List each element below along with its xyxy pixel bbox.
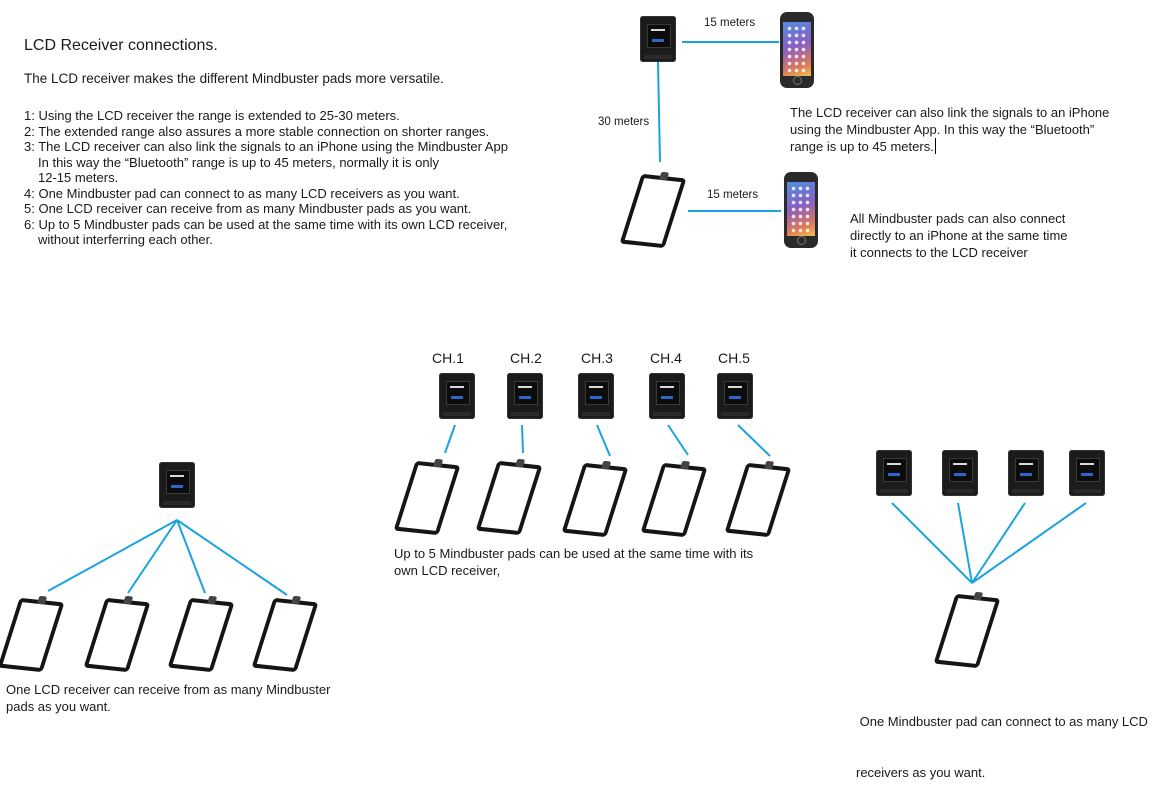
line-right-recv3: [971, 502, 1026, 584]
line-ch5: [737, 424, 771, 457]
point-3: 3: The LCD receiver can also link the si…: [24, 139, 508, 154]
point-6: 6: Up to 5 Mindbuster pads can be used a…: [24, 216, 508, 232]
point-1: 1: Using the LCD receiver the range is e…: [24, 108, 400, 123]
points-list: 1: Using the LCD receiver the range is e…: [24, 108, 508, 248]
lcd-receiver-icon: [439, 373, 475, 419]
point-3-cont2: 12-15 meters.: [38, 170, 119, 185]
intro-text: The LCD receiver makes the different Min…: [24, 71, 444, 86]
lcd-receiver-icon: [717, 373, 753, 419]
distance-label-15m-bottom: 15 meters: [707, 189, 759, 201]
iphone-link-caption: The LCD receiver can also link the signa…: [790, 105, 1110, 154]
lcd-receiver-icon: [578, 373, 614, 419]
iphone-icon: [784, 172, 818, 248]
line-left-pad3: [176, 519, 206, 594]
lcd-receiver-icon: [876, 450, 912, 496]
line-right-recv4: [971, 502, 1087, 584]
lcd-receiver-icon: [942, 450, 978, 496]
lcd-receiver-icon: [1069, 450, 1105, 496]
distance-label-15m-top: 15 meters: [704, 17, 756, 29]
line-ch1: [444, 424, 456, 454]
line-left-pad2: [127, 519, 178, 594]
lcd-receiver-icon: [649, 373, 685, 419]
line-right-recv2: [957, 502, 973, 584]
connection-lines: [47, 41, 1087, 596]
line-left-pad4: [176, 519, 288, 596]
line-ch3: [596, 424, 611, 457]
point-3-cont: In this way the “Bluetooth” range is up …: [38, 154, 440, 170]
iphone-icon: [780, 12, 814, 88]
channel-label-2: CH.2: [510, 350, 542, 366]
line-ch4: [667, 424, 689, 456]
channel-label-3: CH.3: [581, 350, 613, 366]
point-2: 2: The extended range also assures a mor…: [24, 123, 490, 139]
page-title: LCD Receiver connections.: [24, 37, 218, 54]
pad-iphone-caption: All Mindbuster pads can also connect dir…: [850, 211, 1068, 260]
channel-label-1: CH.1: [432, 350, 464, 366]
distance-label-30m: 30 meters: [598, 116, 650, 128]
channels-caption: Up to 5 Mindbuster pads can be used at t…: [394, 546, 754, 578]
text-cursor: [934, 138, 936, 154]
lcd-receiver-icon: [507, 373, 543, 419]
line-ch2: [521, 424, 524, 454]
channel-label-5: CH.5: [718, 350, 750, 366]
right-diagram-caption: One Mindbuster pad can connect to as man…: [856, 714, 1148, 780]
left-diagram-caption: One LCD receiver can receive from as man…: [6, 682, 331, 714]
point-6-cont: without interferring each other.: [38, 232, 213, 247]
lcd-receiver-icon: [1008, 450, 1044, 496]
lcd-receiver-icon: [159, 462, 195, 508]
line-receiver-pad-top: [657, 61, 661, 163]
channel-label-4: CH.4: [650, 350, 682, 366]
line-right-recv1: [891, 502, 973, 584]
point-4: 4: One Mindbuster pad can connect to as …: [24, 185, 460, 201]
lcd-receiver-icon: [640, 16, 676, 62]
point-5: 5: One LCD receiver can receive from as …: [24, 201, 472, 216]
line-left-pad1: [47, 519, 178, 592]
